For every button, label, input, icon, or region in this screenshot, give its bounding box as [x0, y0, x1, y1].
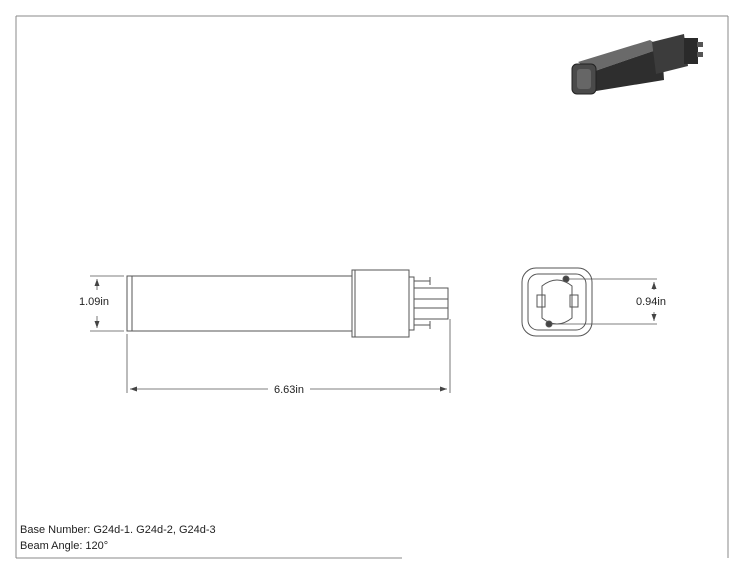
beam-angle-note: Beam Angle: 120° [20, 540, 109, 552]
end-view-dimensions [552, 278, 657, 325]
side-view-dimensions [90, 275, 451, 393]
base-number-note: Base Number: G24d-1. G24d-2, G24d-3 [20, 524, 216, 536]
pin-hole-top [562, 275, 570, 283]
lamp-tube [126, 275, 353, 332]
dimension-base-width: 0.94in [636, 296, 666, 308]
lamp-base-housing [351, 269, 410, 338]
dimension-length: 6.63in [274, 384, 304, 396]
base-outer-outline [521, 267, 593, 337]
base-inner-profile [541, 279, 573, 325]
dimension-diameter: 1.09in [79, 296, 109, 308]
side-view [126, 269, 449, 338]
plug-body [413, 287, 449, 320]
pin-hole-bottom [545, 320, 553, 328]
drawing-frame [15, 15, 729, 559]
product-3d-render [571, 34, 703, 95]
end-view [521, 267, 593, 337]
